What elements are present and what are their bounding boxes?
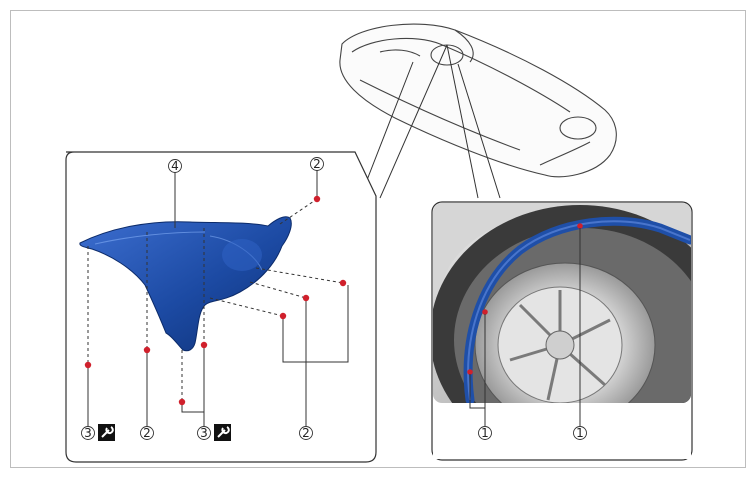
leader-lines xyxy=(359,44,501,199)
fastener-dashed-lines xyxy=(87,198,344,402)
wrench-tool-icon xyxy=(98,424,115,441)
callout-2-left-label: 2 xyxy=(143,426,151,440)
callout-4-label: 4 xyxy=(171,159,179,173)
callout-brackets xyxy=(87,170,349,426)
callout-1-right: 1 xyxy=(573,426,587,440)
callout-3-left: 3 xyxy=(81,426,95,440)
callout-2-right: 2 xyxy=(299,426,313,440)
right-fastener-markers xyxy=(467,223,583,375)
fastener-markers xyxy=(84,195,347,406)
callout-2-left: 2 xyxy=(140,426,154,440)
clip-marker xyxy=(313,195,321,203)
callout-1-left-label: 1 xyxy=(481,426,489,440)
clip-marker xyxy=(302,294,310,302)
clip-marker xyxy=(279,312,287,320)
left-inset-panel xyxy=(65,151,377,463)
callout-3-center-label: 3 xyxy=(200,426,208,440)
fender-liner-part xyxy=(79,216,292,352)
callout-4: 4 xyxy=(168,159,182,173)
callout-2-top-label: 2 xyxy=(313,157,321,171)
screw-marker xyxy=(84,361,92,369)
screw-marker xyxy=(200,341,208,349)
callout-3-center: 3 xyxy=(197,426,211,440)
callout-2-top: 2 xyxy=(310,157,324,171)
clip-marker xyxy=(339,279,347,287)
callout-1-left: 1 xyxy=(478,426,492,440)
clip-marker xyxy=(143,346,151,354)
vehicle-outline xyxy=(339,23,617,178)
screw-marker xyxy=(178,398,186,406)
callout-3-left-label: 3 xyxy=(84,426,92,440)
callout-1-right-label: 1 xyxy=(576,426,584,440)
right-callout-lines xyxy=(469,228,581,426)
callout-2-right-label: 2 xyxy=(302,426,310,440)
wrench-tool-icon xyxy=(214,424,231,441)
